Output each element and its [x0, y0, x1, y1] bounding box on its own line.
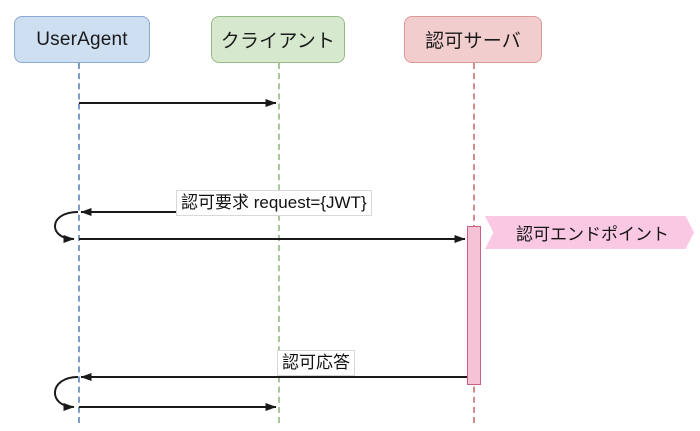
- participant-client-label: クライアント: [220, 31, 336, 52]
- participant-useragent-label: UserAgent: [36, 28, 128, 50]
- participant-authserver[interactable]: 認可サーバ: [404, 16, 542, 63]
- participant-client[interactable]: クライアント: [211, 16, 345, 63]
- message-label-auth-request: 認可要求 request={JWT}: [176, 190, 372, 217]
- participant-useragent[interactable]: UserAgent: [14, 16, 150, 63]
- participant-authserver-label: 認可サーバ: [425, 31, 521, 52]
- note-auth-endpoint: 認可エンドポイント: [485, 216, 694, 249]
- lifeline-client: [278, 63, 280, 423]
- self-loop-arrow-1: [54, 211, 79, 243]
- message-label-auth-response: 認可応答: [277, 350, 355, 377]
- lifeline-useragent: [78, 63, 80, 423]
- self-loop-arrow-2: [54, 376, 79, 411]
- activation-bar-authserver: [467, 226, 481, 385]
